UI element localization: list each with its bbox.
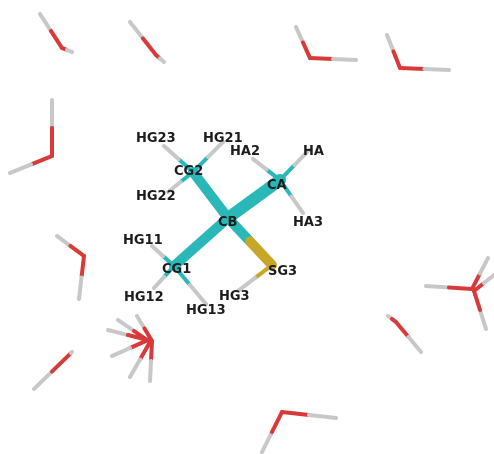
label-hg3: HG3 <box>219 289 250 304</box>
water-12-bond-a <box>260 410 284 454</box>
water-13-bond-b <box>470 256 490 291</box>
label-cb: CB <box>218 215 237 230</box>
water-2-bond-b <box>154 53 166 64</box>
water-4-bond-a <box>385 33 402 70</box>
water-7-bond-b <box>68 350 74 356</box>
water-6-bond-a <box>55 234 86 258</box>
water-1-bond-a <box>38 12 64 50</box>
water-8-bond-b <box>110 338 150 358</box>
label-hg12: HG12 <box>124 290 164 305</box>
water-6-bond-b <box>77 254 86 301</box>
label-ha3: HA3 <box>293 215 323 230</box>
label-ca: CA <box>267 178 287 193</box>
water-12-bond-b <box>280 410 338 420</box>
label-hg23: HG23 <box>136 131 176 146</box>
water-13-bond-a <box>424 284 474 291</box>
bond-cb-ca <box>222 174 286 224</box>
water-14-bond-b <box>472 273 494 293</box>
water-9-bond-a <box>116 318 152 344</box>
water-5-bond-b <box>8 154 54 175</box>
label-sg3: SG3 <box>268 264 297 279</box>
label-hg22: HG22 <box>136 189 176 204</box>
water-9-bond-b <box>128 340 152 379</box>
label-hg21: HG21 <box>203 131 243 146</box>
water-4-bond-b <box>398 66 451 72</box>
label-cg2: CG2 <box>174 164 203 179</box>
water-2-bond-a <box>128 20 158 57</box>
water-3-bond-b <box>308 56 358 62</box>
water-3-bond-a <box>294 25 312 60</box>
water-10-bond-b <box>148 339 154 383</box>
water-14-bond-a <box>472 289 488 331</box>
solvent-waters <box>8 12 494 454</box>
label-hg11: HG11 <box>123 233 163 248</box>
water-1-bond-b <box>60 46 74 54</box>
label-ha: HA <box>303 144 324 159</box>
water-11-bond-b <box>394 320 423 354</box>
label-cg1: CG1 <box>162 262 191 277</box>
water-7-bond-a <box>32 352 72 391</box>
label-hg13: HG13 <box>186 303 226 318</box>
bond-sg3-hg3 <box>236 263 274 293</box>
label-ha2: HA2 <box>230 144 260 159</box>
atom-labels: HG23 HG21 HA2 HA CG2 CA HG22 CB HA3 HG11… <box>123 131 324 318</box>
water-10-bond-a <box>135 314 154 343</box>
solute-bonds <box>150 140 311 306</box>
bond-cb-cg1 <box>169 213 233 271</box>
